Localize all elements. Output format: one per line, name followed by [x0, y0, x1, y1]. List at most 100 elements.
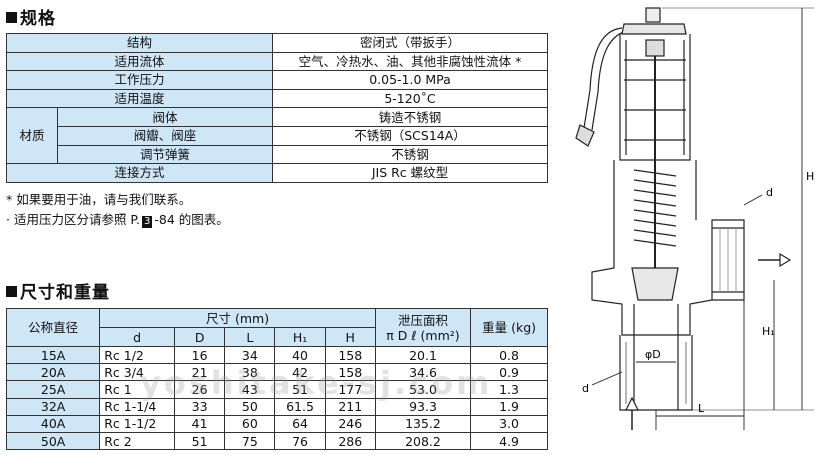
cell-D: 41 — [174, 414, 226, 433]
spring — [633, 169, 677, 247]
cap-nut — [645, 7, 661, 23]
cell-D: 16 — [174, 345, 226, 365]
table-row: 15A Rc 1/2 16 34 40 158 20.1 0.8 — [5, 345, 548, 365]
cell-area: 20.1 — [374, 345, 472, 365]
inlet-nozzle — [619, 335, 693, 411]
table-row: 适用流体 空气、冷热水、油、其他非腐蚀性流体 * — [6, 51, 548, 72]
cell-H: 177 — [324, 380, 376, 399]
cell-H: 246 — [324, 414, 376, 433]
sub-header-H: H — [324, 327, 376, 347]
col-area-header: 泄压面积 π D ℓ (mm²) — [374, 308, 472, 347]
cell-size: 50A — [5, 431, 101, 451]
note-pressure: · 适用压力区分请参照 P.3-84 的图表。 — [6, 210, 229, 230]
cell-area: 208.2 — [374, 431, 472, 451]
spec-label: 适用温度 — [6, 88, 273, 109]
cell-weight: 4.9 — [470, 431, 548, 451]
cell-H1: 61.5 — [274, 397, 326, 416]
cell-size: 32A — [5, 397, 101, 416]
spec-heading-text: 规格 — [20, 9, 56, 29]
cell-size: 20A — [5, 363, 101, 382]
dim-label-phiD: φD — [645, 348, 661, 361]
table-header-row: 公称直径 尺寸 (mm) 泄压面积 π D ℓ (mm²) 重量 (kg) — [5, 308, 548, 347]
cell-size: 15A — [5, 345, 101, 365]
table-row: 25A Rc 1 26 43 51 177 53.0 1.3 — [5, 380, 548, 399]
spec-label: 适用流体 — [6, 51, 273, 72]
cell-L: 34 — [224, 345, 276, 365]
col-area-line2: π D ℓ (mm²) — [386, 327, 460, 343]
cell-H1: 42 — [274, 363, 326, 382]
cell-H: 286 — [324, 431, 376, 451]
cell-weight: 1.3 — [470, 380, 548, 399]
spec-notes: * 如果要用于油，请与我们联系。 · 适用压力区分请参照 P.3-84 的图表。 — [6, 190, 229, 230]
cell-area: 135.2 — [374, 414, 472, 433]
spec-value: 5-120˚C — [272, 88, 548, 109]
cell-D: 51 — [174, 431, 226, 451]
cell-H: 211 — [324, 397, 376, 416]
dim-label-L: L — [698, 402, 705, 415]
valve-body — [591, 160, 745, 336]
col-size-header: 公称直径 — [5, 308, 101, 347]
cell-H1: 76 — [274, 431, 326, 451]
cell-weight: 3.0 — [470, 414, 548, 433]
table-row: 连接方式 JIS Rc 螺纹型 — [6, 163, 548, 183]
material-group-label: 材质 — [6, 107, 58, 165]
disc — [631, 267, 679, 301]
cell-H: 158 — [324, 345, 376, 365]
spec-value: JIS Rc 螺纹型 — [272, 163, 548, 183]
col-dims-header: 尺寸 (mm) — [99, 308, 376, 328]
spec-value: 不锈钢 — [272, 144, 548, 165]
cell-weight: 1.9 — [470, 397, 548, 416]
square-bullet-icon — [6, 12, 17, 23]
sub-header-D: D — [174, 327, 226, 347]
spec-value: 铸造不锈钢 — [272, 107, 548, 127]
cell-L: 75 — [224, 431, 276, 451]
cell-L: 60 — [224, 414, 276, 433]
spec-label: 工作压力 — [6, 70, 273, 90]
cell-area: 53.0 — [374, 380, 472, 399]
table-row: 40A Rc 1-1/2 41 60 64 246 135.2 3.0 — [5, 414, 548, 433]
cell-H1: 40 — [274, 345, 326, 365]
sub-header-d: d — [99, 327, 176, 347]
cell-weight: 0.8 — [470, 345, 548, 365]
cell-d: Rc 2 — [99, 431, 176, 451]
table-row: 工作压力 0.05-1.0 MPa — [6, 70, 548, 90]
spec-label: 调节弹簧 — [57, 144, 273, 165]
cell-area: 93.3 — [374, 397, 472, 416]
dimensions-heading-text: 尺寸和重量 — [20, 283, 110, 303]
sub-header-H1: H₁ — [274, 327, 326, 347]
spec-heading: 规格 — [6, 4, 56, 29]
dim-label-H1: H₁ — [762, 325, 775, 338]
cell-area: 34.6 — [374, 363, 472, 382]
page-ref-badge: 3 — [142, 216, 153, 228]
table-row: 调节弹簧 不锈钢 — [7, 144, 548, 165]
table-row: 50A Rc 2 51 75 76 286 208.2 4.9 — [5, 431, 548, 451]
table-row: 结构 密闭式（带扳手） — [6, 33, 548, 53]
cell-L: 50 — [224, 397, 276, 416]
spec-value: 不锈钢（SCS14A） — [272, 125, 548, 146]
cell-D: 33 — [174, 397, 226, 416]
col-area-line1: 泄压面积 — [397, 312, 448, 328]
valve-cross-section-diagram: H H₁ L d d φD — [575, 7, 814, 430]
dim-label-d-inlet: d — [582, 382, 589, 395]
spec-label: 连接方式 — [6, 163, 273, 183]
table-row: 适用温度 5-120˚C — [6, 88, 548, 109]
cell-L: 43 — [224, 380, 276, 399]
table-row: 材质 阀体 铸造不锈钢 — [6, 107, 548, 165]
cell-D: 26 — [174, 380, 226, 399]
dim-label-d-outlet: d — [766, 186, 773, 199]
spec-label: 阀体 — [57, 107, 273, 127]
spec-label: 结构 — [6, 33, 273, 53]
lever-tip — [575, 124, 595, 147]
cell-d: Rc 1/2 — [99, 345, 176, 365]
col-weight-header: 重量 (kg) — [470, 308, 548, 347]
spec-value: 0.05-1.0 MPa — [272, 70, 548, 90]
cell-d: Rc 3/4 — [99, 363, 176, 382]
cell-H: 158 — [324, 363, 376, 382]
cell-d: Rc 1-1/4 — [99, 397, 176, 416]
note-pressure-prefix: · 适用压力区分请参照 P. — [6, 212, 140, 227]
cell-d: Rc 1 — [99, 380, 176, 399]
cell-L: 38 — [224, 363, 276, 382]
sub-header-L: L — [224, 327, 276, 347]
cell-H1: 64 — [274, 414, 326, 433]
spec-label: 阀瓣、阀座 — [57, 125, 273, 146]
